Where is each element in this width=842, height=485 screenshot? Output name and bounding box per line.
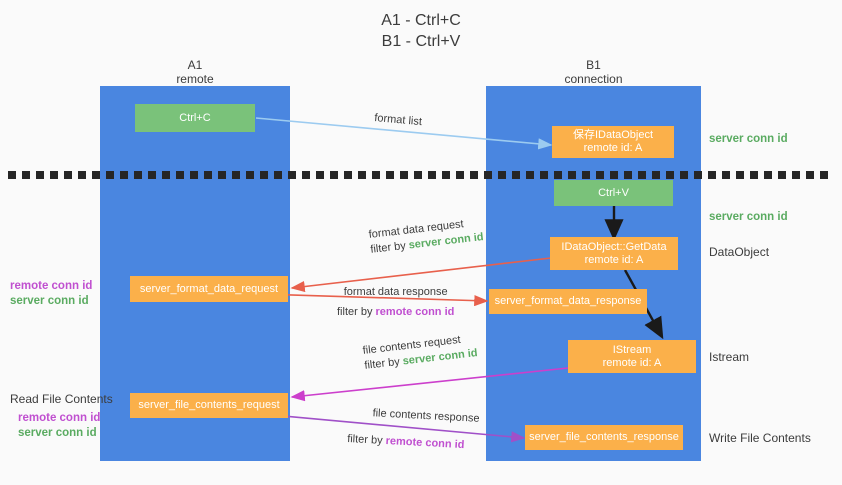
box-save-idataobject-line1: 保存IDataObject (572, 129, 654, 141)
arrow-format-data-request (290, 257, 552, 293)
label-server-conn-id-lower: server conn id (18, 427, 97, 439)
caption-format-data-response-line2: filter by remote conn id (337, 305, 454, 320)
caption-file-contents-response: file contents response filter by remote … (347, 405, 480, 454)
caption-file-contents-response-filter-value: remote conn id (385, 434, 465, 452)
caption-format-data-response-filter-value: remote conn id (375, 306, 455, 318)
label-istream: Istream (709, 350, 750, 364)
box-getdata[interactable]: IDataObject::GetData remote id: A (550, 237, 678, 270)
label-remote-conn-id-lower: remote conn id (18, 412, 101, 424)
box-ctrl-c[interactable]: Ctrl+C (135, 104, 255, 132)
caption-file-contents-response-filter-prefix: filter by (346, 432, 386, 447)
arrow-format-list (255, 117, 553, 150)
phase-separator (8, 171, 834, 179)
arrow-file-contents-request (290, 367, 569, 402)
lane-header-b1: B1 connection (564, 58, 623, 86)
label-dataobject: DataObject (709, 245, 770, 259)
box-istream-line1: IStream (612, 343, 652, 356)
box-istream[interactable]: IStream remote id: A (568, 340, 696, 373)
box-ctrl-v[interactable]: Ctrl+V (554, 180, 673, 206)
box-save-idataobject-line2: remote id: A (583, 142, 643, 154)
box-ctrl-v-label: Ctrl+V (598, 186, 629, 199)
box-server-format-data-response[interactable]: server_format_data_response (489, 289, 647, 314)
box-server-file-contents-request-label: server_file_contents_request (138, 399, 280, 411)
caption-format-list-text: format list (373, 111, 423, 129)
label-remote-conn-id-upper: remote conn id (10, 280, 93, 292)
box-server-file-contents-response-label: server_file_contents_response (529, 431, 679, 443)
page-title: A1 - Ctrl+C B1 - Ctrl+V (381, 12, 461, 50)
left-conn-id-group-lower: remote conn id server conn id (18, 411, 100, 441)
label-write-file-contents: Write File Contents (709, 431, 811, 445)
caption-file-contents-request-filter-prefix: filter by (363, 355, 404, 372)
box-server-format-data-request-label: server_format_data_request (139, 282, 279, 295)
box-getdata-line1: IDataObject::GetData (561, 240, 667, 253)
label-server-conn-id-mid: server conn id (709, 211, 788, 223)
caption-format-data-response-line1: format data response (343, 286, 448, 298)
left-conn-id-group-upper: remote conn id server conn id (10, 279, 92, 309)
label-server-conn-id-top: server conn id (709, 133, 788, 145)
box-ctrl-c-label: Ctrl+C (179, 111, 211, 124)
label-read-file-contents: Read File Contents (10, 392, 113, 406)
label-server-conn-id-upper: server conn id (10, 295, 89, 307)
box-server-file-contents-request[interactable]: server_file_contents_request (130, 393, 288, 418)
box-save-idataobject[interactable]: 保存IDataObject remote id: A (552, 126, 674, 158)
box-server-format-data-response-label: server_format_data_response (494, 295, 642, 307)
caption-format-data-response: format data response filter by remote co… (337, 285, 454, 320)
box-server-format-data-request[interactable]: server_format_data_request (130, 276, 288, 302)
caption-format-data-request-filter-prefix: filter by (369, 239, 410, 256)
caption-format-data-response-filter-prefix: filter by (337, 306, 376, 318)
box-getdata-line2: remote id: A (584, 253, 644, 266)
box-istream-line2: remote id: A (602, 356, 662, 369)
lane-header-a1: A1 remote (176, 58, 214, 86)
box-server-file-contents-response[interactable]: server_file_contents_response (525, 425, 683, 450)
